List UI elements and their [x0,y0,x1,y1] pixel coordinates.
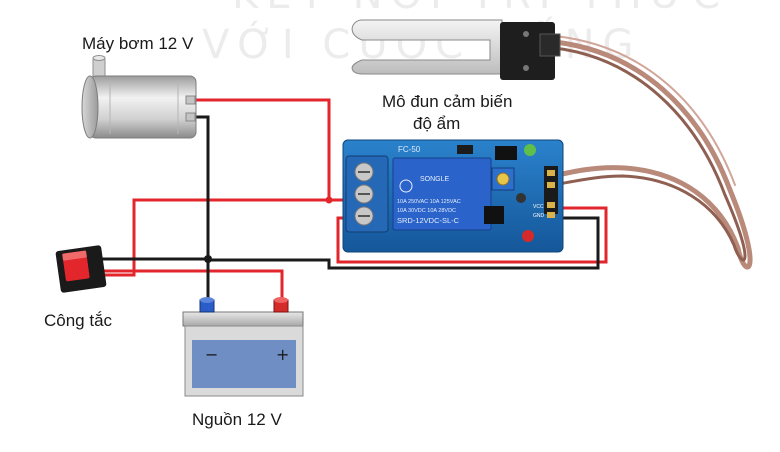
sensor-label-line-1: Mô đun cảm biến [382,92,513,111]
red-wires [99,98,608,308]
wire-switch-to-battery [99,269,284,308]
wire-switch-to-relay [99,198,348,277]
black-wires [99,115,600,308]
sensor-cable [542,35,753,270]
relay-model: SRD-12VDC-SL-C [397,216,460,225]
water-pump [81,55,197,139]
relay-cube: SONGLE 10A 250VAC 10A 125VAC 10A 30VDC 1… [392,157,492,231]
board-label: FC-50 [398,145,421,154]
wire-ground-bus [208,216,600,270]
relay-module: SONGLE 10A 250VAC 10A 125VAC 10A 30VDC 1… [342,139,564,253]
status-led-green [524,144,536,156]
screw-terminal [345,155,389,233]
soil-moisture-probe [351,19,561,80]
relay-rating-2: 10A 30VDC 10A 28VDC [397,208,456,214]
relay-rating-1: 10A 250VAC 10A 125VAC [397,199,461,205]
wire-pump-to-relay [193,98,348,202]
wire-pump-to-battery [193,115,210,308]
status-led-red [522,230,534,242]
wire-relay-vcc [336,206,608,264]
ic-chip [484,206,504,224]
pump-label: Máy bơm 12 V [82,34,194,53]
battery-minus: − [205,345,218,364]
wiring [99,35,753,308]
watermark-line-1: KẾT NỐI TRI THỨC [232,0,728,18]
pin-header [544,166,558,218]
chip [495,146,517,160]
wire-junction-red [325,196,333,204]
wire-junction [204,255,212,263]
battery: − + [182,297,304,397]
switch-label: Công tắc [44,311,113,330]
jumper-header [457,145,473,154]
pin-gnd-label: GND [533,213,545,219]
power-label: Nguồn 12 V [192,410,282,429]
sensor-label-line-2: độ ẩm [413,114,461,133]
rocker-switch [55,245,107,293]
battery-plus: + [276,345,289,364]
pin-vcc-label: VCC [533,204,544,210]
relay-brand: SONGLE [420,176,450,183]
